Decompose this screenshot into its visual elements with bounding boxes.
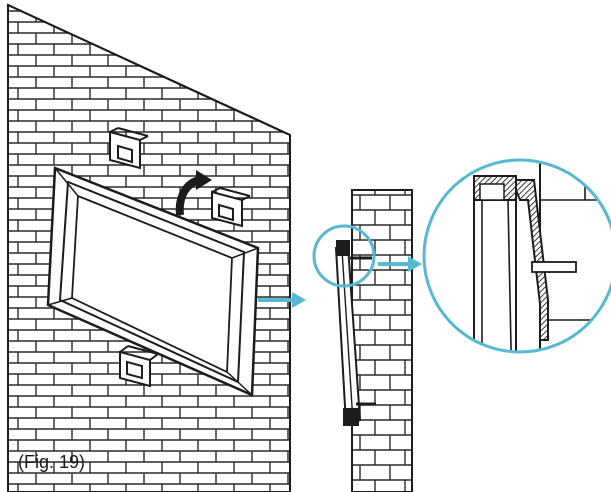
side-mirror-profile <box>334 240 376 426</box>
mirror-frame <box>46 166 260 397</box>
side-wall-section <box>351 189 413 492</box>
curved-arrow-icon <box>175 170 212 216</box>
bottom-bracket <box>119 345 159 388</box>
arrow-to-detail-icon <box>378 256 422 272</box>
detail-highlight-circle <box>312 224 376 288</box>
arrow-right-icon <box>258 292 306 308</box>
figure-caption: (Fig. 19) <box>18 452 86 472</box>
zoom-detail <box>422 158 611 354</box>
right-bracket <box>211 187 251 228</box>
top-bracket <box>109 127 149 170</box>
